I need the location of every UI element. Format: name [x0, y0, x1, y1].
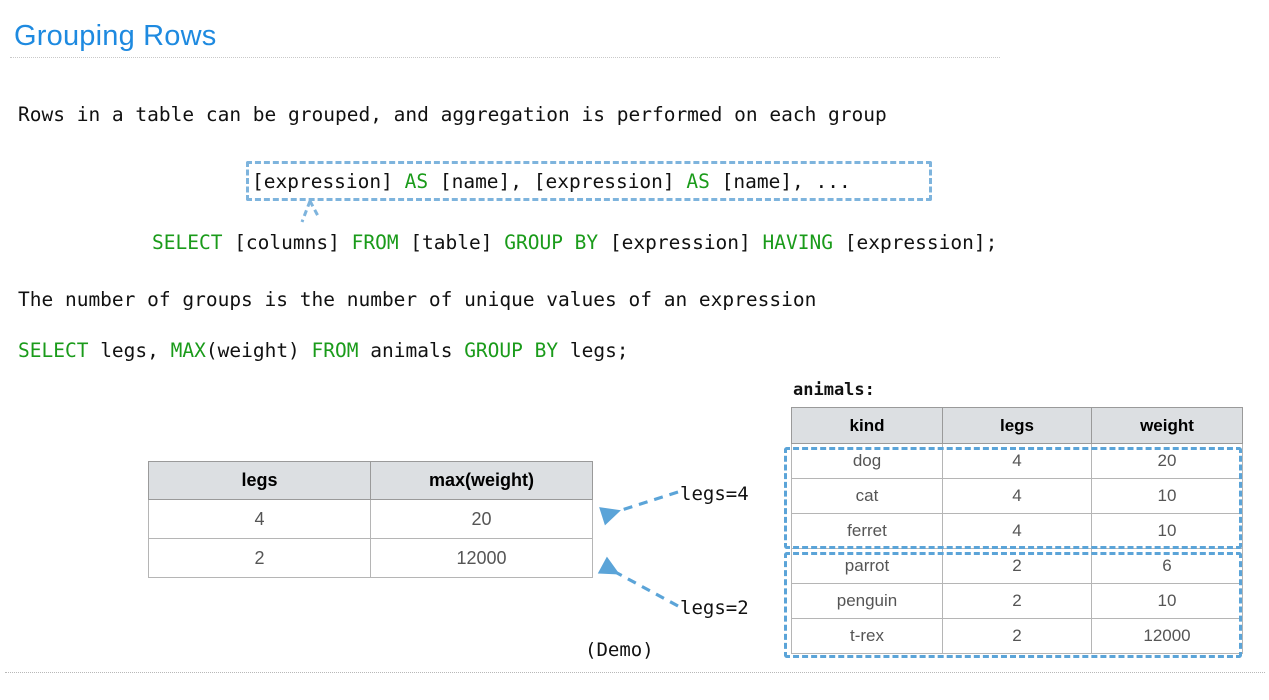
column-header-max-weight: max(weight) — [370, 461, 593, 500]
group-label-legs-2: legs=2 — [680, 597, 749, 619]
title-divider — [10, 57, 1000, 58]
table-row: cat 4 10 — [791, 478, 1243, 514]
table-row: ferret 4 10 — [791, 513, 1243, 549]
table-row: dog 4 20 — [791, 443, 1243, 479]
template-query-line: SELECT [columns] FROM [table] GROUP BY [… — [152, 231, 998, 254]
cell-kind: cat — [791, 478, 943, 514]
cell-max-weight: 20 — [370, 499, 593, 539]
table-row: parrot 2 6 — [791, 548, 1243, 584]
animals-table-caption: animals: — [793, 380, 875, 400]
cell-kind: dog — [791, 443, 943, 479]
cell-kind: t-rex — [791, 618, 943, 654]
column-header-legs: legs — [942, 407, 1092, 444]
prose-line-2: The number of groups is the number of un… — [18, 288, 817, 311]
cell-legs: 4 — [942, 513, 1092, 549]
table-row: t-rex 2 12000 — [791, 618, 1243, 654]
table-header-row: legs max(weight) — [148, 461, 593, 500]
cell-kind: penguin — [791, 583, 943, 619]
cell-legs: 4 — [942, 478, 1092, 514]
example-query-line: SELECT legs, MAX(weight) FROM animals GR… — [18, 339, 629, 362]
cell-weight: 10 — [1091, 583, 1243, 619]
demo-label: (Demo) — [585, 639, 654, 661]
column-header-weight: weight — [1091, 407, 1243, 444]
cell-kind: parrot — [791, 548, 943, 584]
animals-table: kind legs weight dog 4 20 cat 4 10 ferre… — [791, 407, 1243, 654]
cell-weight: 10 — [1091, 478, 1243, 514]
cell-kind: ferret — [791, 513, 943, 549]
cell-legs: 4 — [148, 499, 371, 539]
cell-legs: 2 — [148, 538, 371, 578]
callout-tail-icon — [300, 200, 320, 223]
group-label-legs-4: legs=4 — [680, 483, 749, 505]
cell-legs: 2 — [942, 618, 1092, 654]
cell-weight: 6 — [1091, 548, 1243, 584]
expression-callout-text: [expression] AS [name], [expression] AS … — [252, 170, 851, 193]
prose-line-1: Rows in a table can be grouped, and aggr… — [18, 103, 887, 126]
column-header-kind: kind — [791, 407, 943, 444]
page-title: Grouping Rows — [14, 20, 217, 52]
footer-divider — [5, 672, 1265, 673]
table-row: 2 12000 — [148, 538, 593, 578]
table-header-row: kind legs weight — [791, 407, 1243, 444]
cell-legs: 2 — [942, 583, 1092, 619]
table-row: 4 20 — [148, 499, 593, 539]
cell-legs: 2 — [942, 548, 1092, 584]
cell-max-weight: 12000 — [370, 538, 593, 578]
column-header-legs: legs — [148, 461, 371, 500]
result-table: legs max(weight) 4 20 2 12000 — [148, 461, 593, 578]
cell-weight: 10 — [1091, 513, 1243, 549]
cell-weight: 12000 — [1091, 618, 1243, 654]
group-arrows-icon — [597, 490, 679, 608]
cell-legs: 4 — [942, 443, 1092, 479]
table-row: penguin 2 10 — [791, 583, 1243, 619]
cell-weight: 20 — [1091, 443, 1243, 479]
expression-callout-box — [246, 161, 932, 201]
